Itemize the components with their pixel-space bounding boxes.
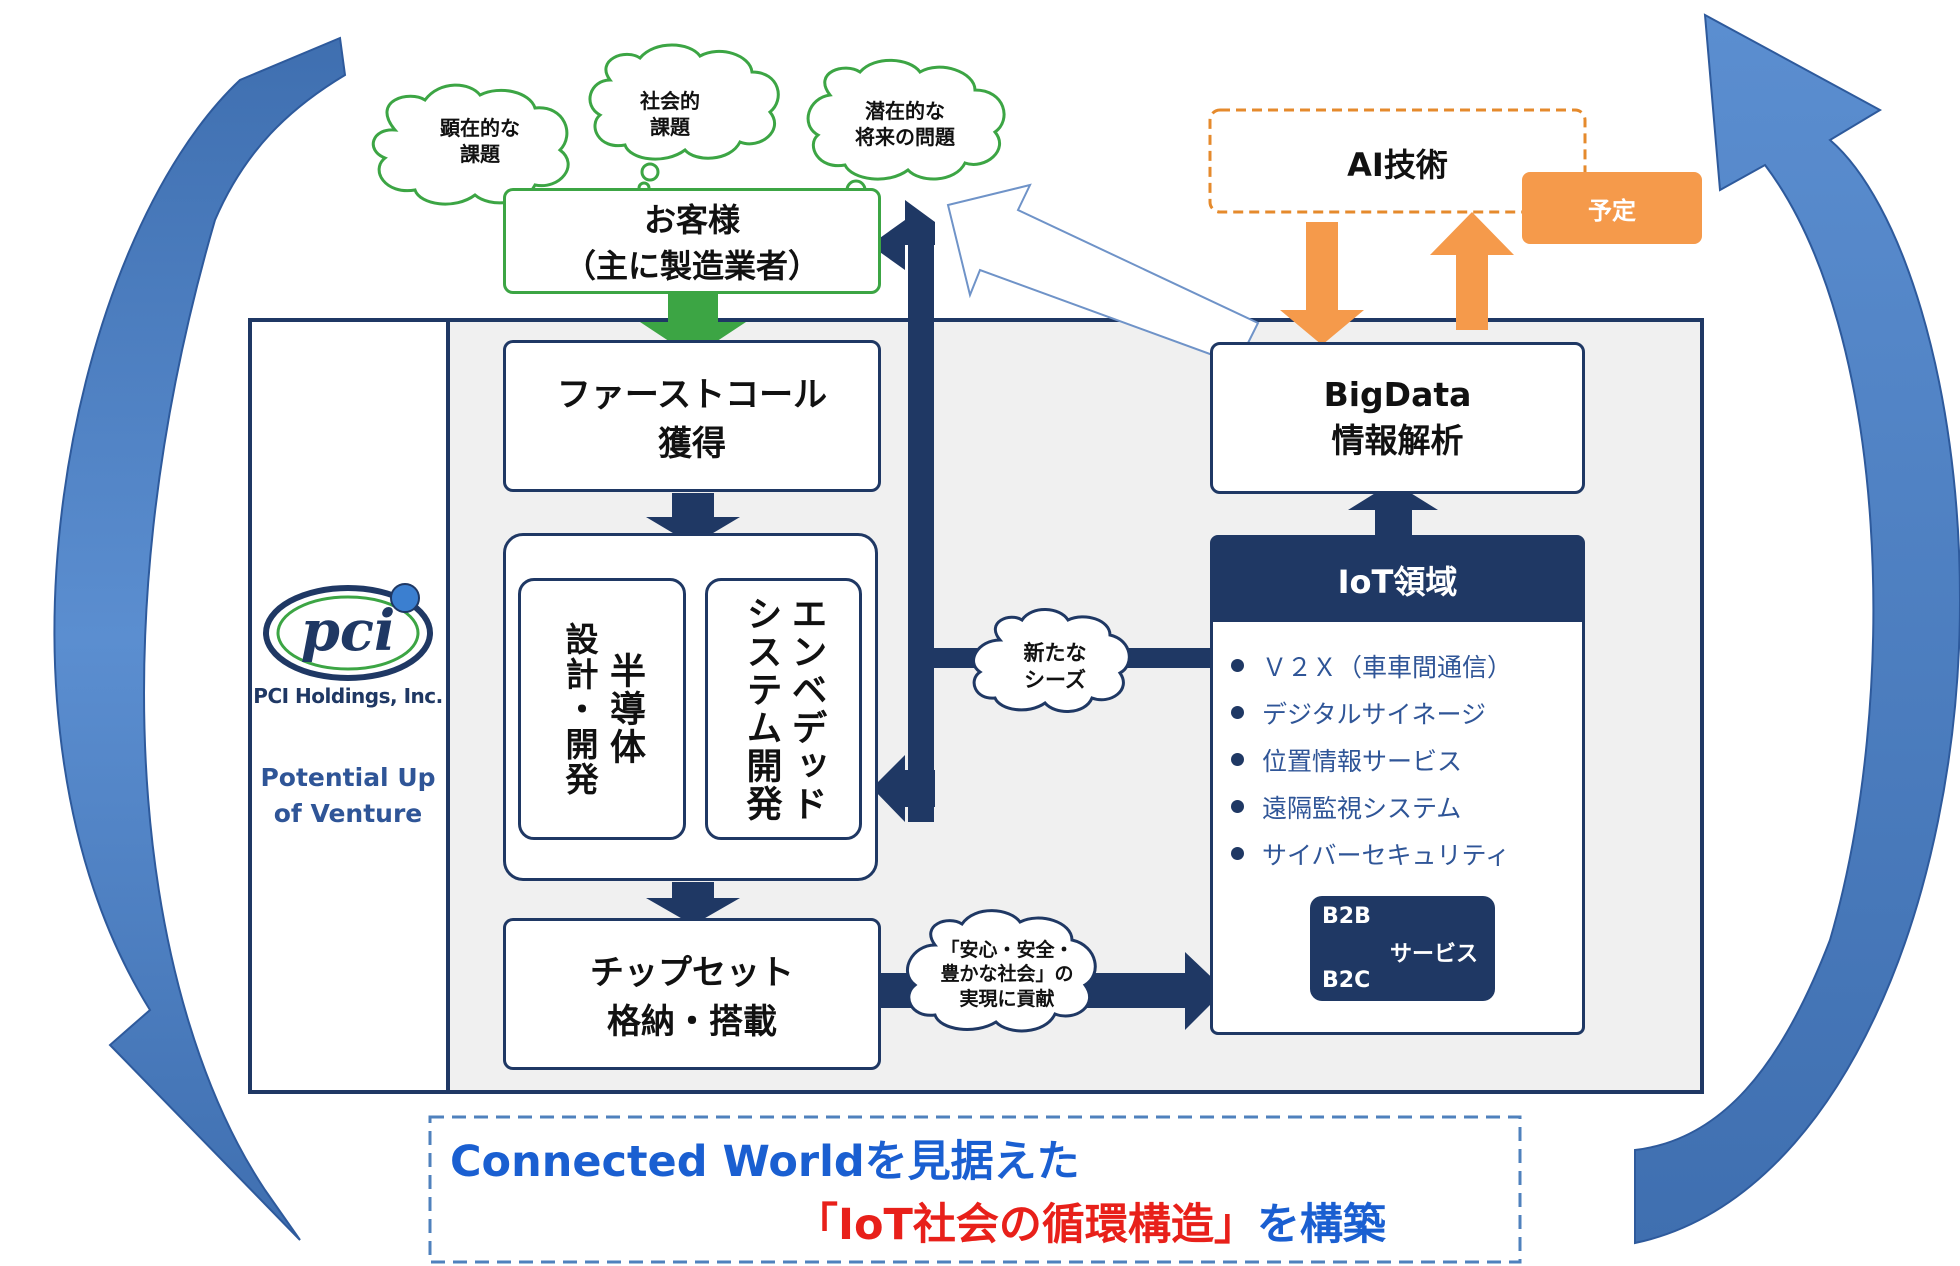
cloud-seeds — [972, 608, 1131, 713]
iot-item: サイバーセキュリティ — [1231, 830, 1582, 877]
chipset-box: チップセット 格納・搭載 — [503, 918, 881, 1070]
bigdata-line1: BigData — [1323, 374, 1472, 414]
banner-suffix: を構築 — [1256, 1200, 1386, 1250]
embedded-text: エンベデッドシステム開発 — [740, 595, 827, 823]
cloud-society-text: 「安心・安全・豊かな社会」の実現に貢献 — [940, 939, 1074, 1010]
feedback-bar — [908, 222, 934, 822]
iot-list: Ｖ２Ｘ（車車間通信） デジタルサイネージ 位置情報サービス 遠隔監視システム サ… — [1213, 622, 1582, 877]
orange-down-arrow — [1280, 222, 1364, 345]
customer-title: お客様 — [643, 201, 740, 239]
bullet-icon — [1231, 847, 1244, 860]
first-call-line2: 獲得 — [658, 424, 726, 464]
ai-label: AI技術 — [1347, 146, 1448, 184]
chipset-line2: 格納・搭載 — [607, 1002, 777, 1042]
navy-up-arrow — [1348, 482, 1438, 535]
logo-text: pci — [301, 598, 396, 664]
cycle-arrow-left — [53, 36, 347, 1241]
pci-logo: pci — [263, 583, 433, 681]
first-call-line1: ファーストコール — [556, 375, 828, 415]
cloud-seeds-text: 新たなシーズ — [1023, 641, 1087, 693]
banner-line2: 「IoT社会の循環構造」を構築 — [795, 1190, 1386, 1252]
feedback-arrowhead-top — [870, 200, 935, 270]
navy-arrow-2 — [646, 882, 740, 925]
bigdata-box: BigData 情報解析 — [1210, 342, 1585, 494]
iot-box: IoT領域 Ｖ２Ｘ（車車間通信） デジタルサイネージ 位置情報サービス 遠隔監視… — [1210, 535, 1585, 1035]
bullet-icon — [1231, 800, 1244, 813]
cloud-latent-text: 潜在的な将来の問題 — [855, 99, 955, 149]
cycle-arrow-right — [1634, 13, 1960, 1245]
first-call-box: ファーストコール 獲得 — [503, 340, 881, 492]
green-down-arrow — [640, 292, 746, 357]
banner-line1: Connected Worldを見据えた — [450, 1137, 1080, 1187]
iot-header: IoT領域 — [1213, 538, 1582, 622]
cloud-explicit-text: 顕在的な課題 — [440, 116, 520, 166]
iot-item: 遠隔監視システム — [1231, 783, 1582, 830]
customer-box: お客様 （主に製造業者） — [503, 188, 881, 294]
company-name: PCI Holdings, Inc. — [253, 684, 443, 708]
cloud-explicit — [371, 83, 570, 206]
iot-item: Ｖ２Ｘ（車車間通信） — [1231, 642, 1582, 689]
orange-up-arrow — [1430, 212, 1514, 330]
bullet-icon — [1231, 706, 1244, 719]
ai-dashed-box — [1208, 108, 1587, 214]
service-label: サービス — [1390, 942, 1479, 967]
banner-box — [428, 1115, 1522, 1264]
cloud-social-text: 社会的課題 — [640, 89, 700, 139]
feedback-arrowhead-mid — [872, 755, 935, 822]
semiconductor-text: 半導体設計・開発 — [560, 621, 645, 797]
b2b-b2c-badge: B2B サービス B2C — [1310, 896, 1495, 1001]
customer-subtitle: （主に製造業者） — [563, 247, 820, 285]
bigdata-line2: 情報解析 — [1331, 420, 1464, 460]
cloud-social — [588, 43, 780, 161]
iot-item: 位置情報サービス — [1231, 736, 1582, 783]
b2b-label: B2B — [1322, 904, 1371, 929]
navy-arrow-1 — [646, 493, 740, 545]
chipset-line1: チップセット — [590, 953, 794, 993]
iot-item: デジタルサイネージ — [1231, 689, 1582, 736]
bullet-icon — [1231, 753, 1244, 766]
hollow-diagonal-arrow — [946, 183, 1263, 374]
cloud-group-green — [371, 43, 1006, 232]
embedded-box: エンベデッドシステム開発 — [705, 578, 862, 840]
bullet-icon — [1231, 659, 1244, 672]
b2c-label: B2C — [1322, 968, 1371, 993]
cloud-society — [906, 909, 1097, 1033]
planned-badge: 予定 — [1522, 172, 1702, 244]
cloud-latent — [806, 58, 1006, 181]
semiconductor-box: 半導体設計・開発 — [518, 578, 686, 840]
banner-highlight: 「IoT社会の循環構造」 — [795, 1200, 1257, 1250]
